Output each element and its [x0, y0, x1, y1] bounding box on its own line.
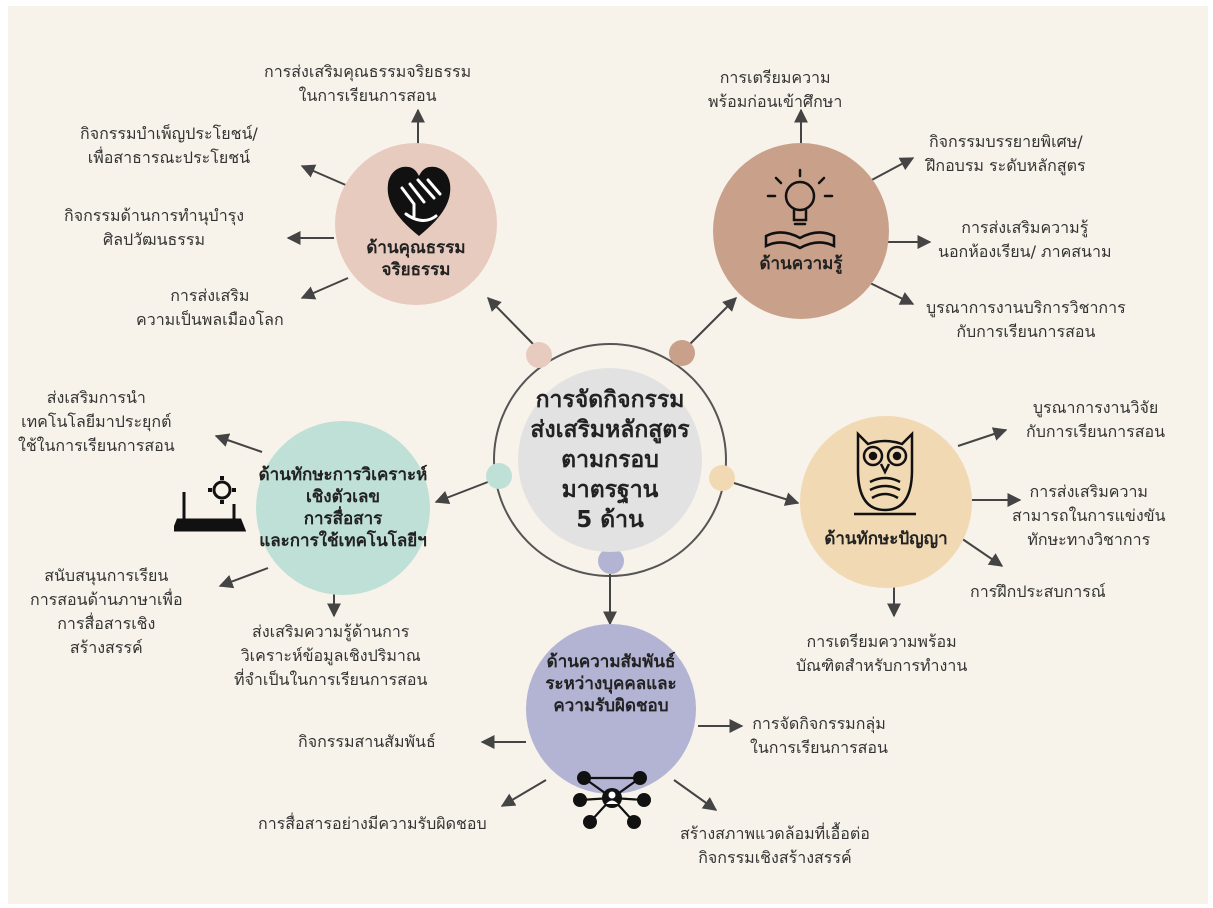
- hub-numeric: ด้านทักษะการวิเคราะห์ เชิงตัวเลข การสื่อ…: [256, 421, 430, 595]
- arrow-relations-4: [673, 779, 718, 811]
- knowledge-item-3: การส่งเสริมความรู้ นอกห้องเรียน/ ภาคสนาม: [938, 218, 1112, 261]
- center-title: การจัดกิจกรรม ส่งเสริมหลักสูตร ตามกรอบมา…: [530, 387, 690, 533]
- relations-item-1: กิจกรรมสานสัมพันธ์: [298, 732, 436, 751]
- diagram-canvas: การจัดกิจกรรม ส่งเสริมหลักสูตร ตามกรอบมา…: [8, 6, 1208, 904]
- hub-numeric-title: ด้านทักษะการวิเคราะห์ เชิงตัวเลข การสื่อ…: [258, 465, 428, 551]
- connector-layer: [214, 108, 1022, 811]
- arrow-center-to-knowledge: [687, 297, 737, 347]
- arrow-knowledge-4: [867, 281, 915, 305]
- heart-hand-icon: [387, 166, 451, 236]
- hub-knowledge-title: ด้านความรู้: [759, 254, 843, 274]
- ethics-item-2: กิจกรรมบำเพ็ญประโยชน์/ เพื่อสาธารณะประโย…: [80, 124, 258, 167]
- relations-item-3: การสื่อสารอย่างมีความรับผิดชอบ: [258, 814, 487, 833]
- cognitive-item-1: บูรณาการงานวิจัย กับการเรียนการสอน: [1026, 398, 1166, 441]
- arrow-cognitive-3: [957, 535, 1004, 567]
- dot-knowledge: [669, 340, 695, 366]
- dot-relations: [598, 548, 624, 574]
- cognitive-item-2: การส่งเสริมความ สามารถในการแข่งขัน ทักษะ…: [1012, 482, 1166, 549]
- hub-relations-title: ด้านความสัมพันธ์ ระหว่างบุคคลและ ความรับ…: [545, 652, 677, 716]
- arrow-knowledge-2: [867, 157, 915, 183]
- hub-knowledge: ด้านความรู้: [713, 143, 889, 319]
- cognitive-item-4: การเตรียมความพร้อม บัณฑิตสำหรับการทำงาน: [796, 632, 968, 675]
- lightbulb-book-icon: [764, 168, 836, 250]
- owl-icon: [854, 430, 916, 516]
- knowledge-item-1: การเตรียมความ พร้อมก่อนเข้าศึกษา: [708, 68, 843, 111]
- hub-cognitive-title: ด้านทักษะปัญญา: [824, 529, 948, 549]
- numeric-item-3: ส่งเสริมความรู้ด้านการ วิเคราะห์ข้อมูลเช…: [234, 622, 428, 689]
- dot-ethics: [526, 342, 552, 368]
- ethics-item-4: การส่งเสริม ความเป็นพลเมืองโลก: [136, 286, 284, 329]
- knowledge-item-4: บูรณาการงานบริการวิชาการ กับการเรียนการส…: [926, 298, 1126, 341]
- arrow-center-to-numeric: [434, 479, 494, 504]
- numeric-item-2: สนับสนุนการเรียน การสอนด้านภาษาเพื่อ การ…: [30, 566, 183, 657]
- arrow-cognitive-1: [957, 427, 1008, 447]
- hub-relations: ด้านความสัมพันธ์ ระหว่างบุคคลและ ความรับ…: [526, 624, 696, 794]
- relations-item-2: การจัดกิจกรรมกลุ่ม ในการเรียนการสอน: [750, 714, 888, 757]
- dot-numeric: [486, 463, 512, 489]
- laptop-gear-icon: [174, 476, 246, 532]
- arrow-numeric-2: [218, 567, 269, 589]
- arrow-numeric-1: [214, 433, 263, 453]
- hub-ethics-title: ด้านคุณธรรม จริยธรรม: [366, 238, 466, 280]
- arrow-center-to-ethics: [487, 296, 536, 347]
- network-people-icon: [573, 771, 651, 829]
- ethics-item-1: การส่งเสริมคุณธรรมจริยธรรม ในการเรียนการ…: [264, 62, 472, 105]
- relations-item-4: สร้างสภาพแวดล้อมที่เอื้อต่อ กิจกรรมเชิงส…: [680, 824, 870, 867]
- ethics-item-3: กิจกรรมด้านการทำนุบำรุง ศิลปวัฒนธรรม: [64, 206, 245, 249]
- dot-cognitive: [709, 465, 735, 491]
- knowledge-item-2: กิจกรรมบรรยายพิเศษ/ ฝึกอบรม ระดับหลักสูต…: [926, 132, 1086, 175]
- arrow-center-to-cognitive: [733, 482, 800, 506]
- cognitive-item-3: การฝึกประสบการณ์: [970, 582, 1106, 601]
- numeric-item-1: ส่งเสริมการนำ เทคโนโลยีมาประยุกต์ ใช้ในก…: [18, 388, 175, 455]
- arrow-ethics-4: [300, 277, 349, 300]
- hub-cognitive: ด้านทักษะปัญญา: [800, 416, 972, 588]
- arrow-ethics-2: [300, 164, 349, 187]
- arrow-relations-3: [500, 779, 547, 807]
- center-circle: การจัดกิจกรรม ส่งเสริมหลักสูตร ตามกรอบมา…: [518, 368, 702, 552]
